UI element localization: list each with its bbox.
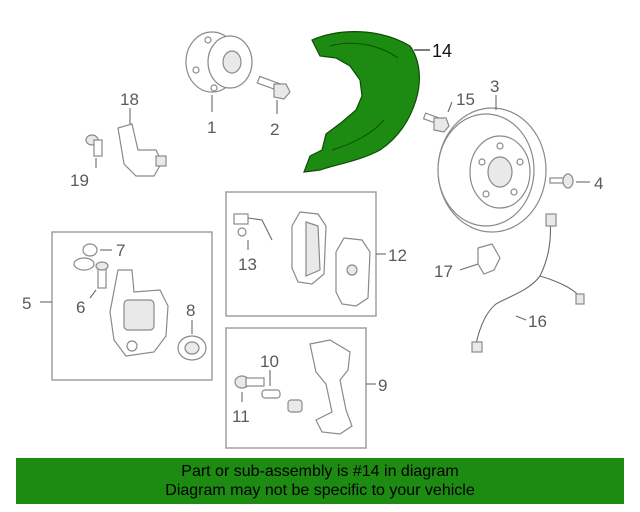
callout-13: 13	[238, 255, 257, 274]
callout-3: 3	[490, 77, 499, 96]
callout-18: 18	[120, 90, 139, 109]
callout-5: 5	[22, 294, 31, 313]
info-banner: Part or sub-assembly is #14 in diagram D…	[16, 458, 624, 504]
caliper-assembly-box	[51, 231, 213, 381]
caliper-bleeder-cap	[73, 243, 98, 271]
outer-brake-pad	[335, 237, 371, 307]
shield-bolt	[422, 112, 450, 133]
callout-12: 12	[388, 246, 407, 265]
brake-rotor	[437, 107, 547, 233]
callout-11: 11	[232, 407, 250, 426]
callout-1: 1	[207, 118, 216, 137]
callout-17: 17	[434, 262, 453, 281]
guide-bolt	[234, 375, 265, 389]
rotor-screw	[549, 173, 574, 189]
callout-9: 9	[378, 376, 387, 395]
sensor-bolt	[85, 134, 103, 157]
wheel-hub	[185, 31, 253, 93]
callout-7: 7	[116, 241, 125, 260]
callout-10: 10	[260, 352, 279, 371]
inner-brake-pad	[291, 211, 327, 285]
parts-diagram: 1 2 14 15 3 4	[22, 31, 603, 449]
callout-14: 14	[432, 41, 452, 61]
bleeder-screw	[95, 261, 109, 289]
brake-caliper	[109, 269, 169, 357]
brake-hose	[471, 213, 585, 353]
callout-4: 4	[594, 174, 603, 193]
hub-bolt	[256, 75, 291, 100]
callout-6: 6	[76, 298, 85, 317]
banner-line-part-info: Part or sub-assembly is #14 in diagram	[181, 463, 459, 480]
splash-shield-highlighted[interactable]	[303, 31, 420, 173]
bracket-kit-box	[225, 327, 367, 449]
caliper-seal	[177, 335, 207, 361]
abs-sensor	[117, 123, 167, 177]
caliper-bracket	[309, 339, 353, 435]
callout-19: 19	[70, 171, 89, 190]
guide-pin	[261, 389, 303, 413]
callout-2: 2	[270, 120, 279, 139]
callout-8: 8	[186, 301, 195, 320]
banner-line-disclaimer: Diagram may not be specific to your vehi…	[165, 482, 475, 499]
callout-15: 15	[456, 90, 475, 109]
pad-wear-sensor	[233, 213, 273, 241]
callout-16: 16	[528, 312, 547, 331]
hose-bracket	[477, 243, 501, 275]
